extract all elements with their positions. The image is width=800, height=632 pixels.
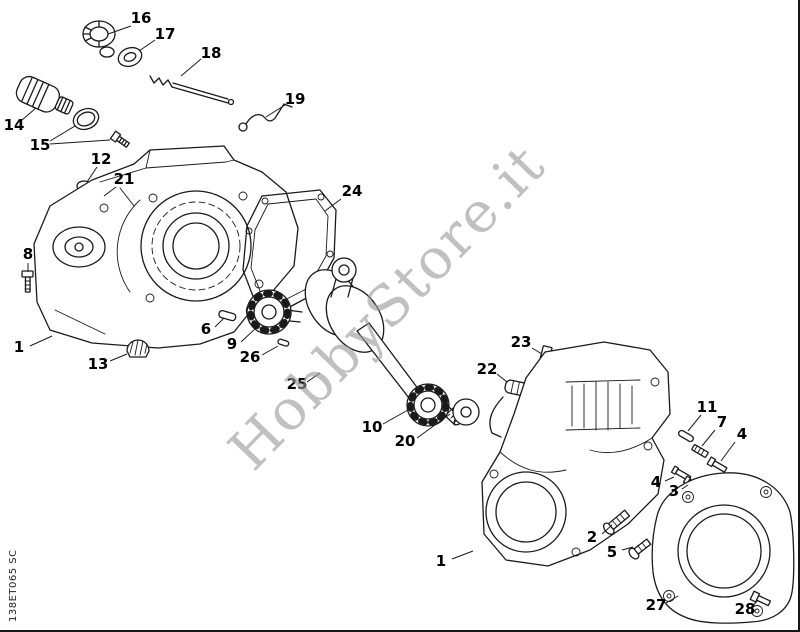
callout-14: 14 bbox=[4, 116, 25, 134]
clip-19-drawing bbox=[238, 103, 293, 132]
callout-26: 26 bbox=[240, 348, 261, 366]
drawing-layer bbox=[15, 20, 795, 624]
screw-15-drawing bbox=[109, 130, 130, 148]
callout-17: 17 bbox=[155, 25, 176, 43]
callout-5: 5 bbox=[607, 543, 617, 561]
callout-4-left: 4 bbox=[651, 473, 661, 491]
callout-11: 11 bbox=[697, 398, 718, 416]
washer-20-drawing bbox=[452, 398, 480, 426]
callout-16: 16 bbox=[131, 9, 152, 27]
callout-20: 20 bbox=[395, 432, 416, 450]
callout-10: 10 bbox=[362, 418, 383, 436]
pin-6-drawing bbox=[218, 309, 237, 322]
crankcase-right-drawing bbox=[481, 341, 671, 567]
callout-9: 9 bbox=[227, 335, 237, 353]
key-26-drawing bbox=[277, 338, 290, 347]
pin-11-drawing bbox=[678, 429, 694, 443]
callout-1-right: 1 bbox=[436, 552, 446, 570]
callout-27: 27 bbox=[646, 596, 667, 614]
callout-6: 6 bbox=[201, 320, 211, 338]
washer-17-drawing bbox=[117, 46, 143, 68]
doc-code: 138ET065 SC bbox=[8, 549, 19, 622]
bearing-9-drawing bbox=[246, 289, 292, 335]
callout-18: 18 bbox=[201, 44, 222, 62]
callout-28: 28 bbox=[735, 600, 756, 618]
callout-25: 25 bbox=[287, 375, 308, 393]
screw-8-drawing bbox=[21, 270, 34, 293]
callout-2: 2 bbox=[587, 528, 597, 546]
callout-13: 13 bbox=[88, 355, 109, 373]
callout-8: 8 bbox=[23, 245, 33, 263]
callout-24: 24 bbox=[342, 182, 363, 200]
callout-labels: 16 17 18 19 14 15 12 21 24 8 1 6 9 26 13… bbox=[4, 9, 756, 618]
o-ring-15-drawing bbox=[72, 107, 100, 131]
fan-housing-27-drawing bbox=[651, 472, 795, 624]
callout-19: 19 bbox=[285, 90, 306, 108]
callout-4-right: 4 bbox=[737, 425, 747, 443]
pump-body-14-drawing bbox=[15, 75, 74, 115]
callout-21: 21 bbox=[114, 170, 135, 188]
screw-4a-drawing bbox=[706, 456, 728, 473]
callout-3: 3 bbox=[669, 482, 679, 500]
callout-23: 23 bbox=[511, 333, 532, 351]
bearing-10-drawing bbox=[406, 383, 450, 427]
callout-7: 7 bbox=[717, 413, 727, 431]
screw-28-drawing bbox=[749, 590, 772, 607]
plug-13-drawing bbox=[126, 339, 150, 358]
leader-lines bbox=[21, 25, 758, 608]
callout-1-left: 1 bbox=[14, 338, 24, 356]
callout-15: 15 bbox=[30, 136, 51, 154]
screw-5-drawing bbox=[628, 538, 652, 560]
callout-12: 12 bbox=[91, 150, 112, 168]
pump-worm-16-drawing bbox=[82, 20, 116, 58]
spring-rod-18-drawing bbox=[149, 75, 235, 106]
spring-pin-7-drawing bbox=[691, 444, 709, 458]
callout-22: 22 bbox=[477, 360, 498, 378]
crankshaft-25-drawing bbox=[245, 257, 434, 413]
crankcase-left-drawing bbox=[33, 145, 299, 349]
wire-hook-drawing bbox=[489, 396, 504, 438]
